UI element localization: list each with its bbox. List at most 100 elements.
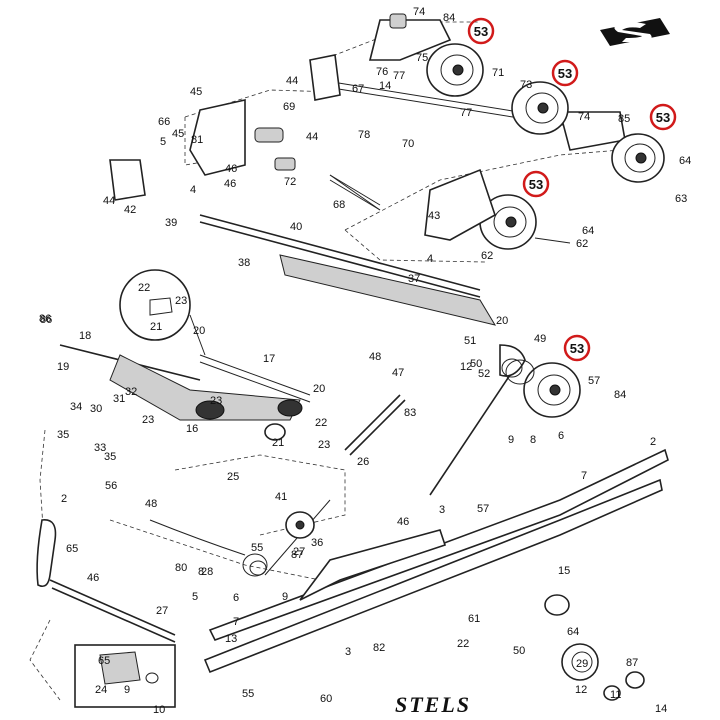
part-number-label: 83 <box>404 407 416 419</box>
part-number-label: 10 <box>153 704 165 716</box>
upper-axle-assembly <box>109 13 626 211</box>
part-number-label: 65 <box>98 655 110 667</box>
part-number-label: 14 <box>379 80 391 92</box>
part-number-label: 67 <box>352 83 364 95</box>
shafts <box>199 174 497 403</box>
footer-logo-text: STELS <box>395 692 471 717</box>
part-number-label: 20 <box>193 325 205 337</box>
part-number-label: 60 <box>320 693 332 705</box>
detail-circle <box>119 269 206 356</box>
part-number-label: 44 <box>286 75 298 87</box>
part-number-label: 9 <box>124 684 130 696</box>
link-29 <box>36 519 176 643</box>
part-number-label: 41 <box>275 491 287 503</box>
part-number-label: 43 <box>428 210 440 222</box>
part-number-label: 84 <box>443 12 455 24</box>
callout-ring <box>563 334 591 362</box>
part-number-label: 3 <box>345 646 351 658</box>
part-number-label: 64 <box>567 626 579 638</box>
part-number-label: 31 <box>113 393 125 405</box>
part-number-label: 11 <box>610 689 621 701</box>
part-number-label: 64 <box>679 155 691 167</box>
part-number-label: 44 <box>103 195 115 207</box>
part-number-label: 62 <box>576 238 588 250</box>
part-number-label: 56 <box>105 480 117 492</box>
rails <box>203 448 669 674</box>
part-number-label: 73 <box>520 79 532 91</box>
part-number-label: 8 <box>530 434 536 446</box>
part-number-label: 37 <box>408 273 420 285</box>
part-number-label: 21 <box>272 437 284 449</box>
part-number-label: 46 <box>397 516 409 528</box>
part-number-label: 57 <box>477 503 489 515</box>
part-number-label: 45 <box>172 128 184 140</box>
part-number-label: 48 <box>369 351 381 363</box>
part-number-label: 40 <box>290 221 302 233</box>
part-number-label: 32 <box>125 386 137 398</box>
part-number-label: 22 <box>138 282 150 294</box>
part-number-label: 25 <box>227 471 239 483</box>
part-number-label: 84 <box>614 389 626 401</box>
callout-label: 53 <box>529 177 543 192</box>
part-number-label: 8 <box>198 566 204 578</box>
part-number-label: 51 <box>464 335 476 347</box>
part-number-label: 9 <box>282 591 288 603</box>
callout-label: 53 <box>570 341 584 356</box>
callout-ring <box>522 170 550 198</box>
part-number-label: 24 <box>95 684 107 696</box>
callout-label: 53 <box>656 110 670 125</box>
part-number-label: 20 <box>496 315 508 327</box>
part-number-label: 34 <box>70 401 82 413</box>
part-number-label: 7 <box>233 616 239 628</box>
part-number-label: 85 <box>618 113 630 125</box>
rear-arm-assembly <box>59 344 303 441</box>
part-number-label: 82 <box>373 642 385 654</box>
part-number-label: 14 <box>655 703 667 715</box>
part-number-label: 49 <box>534 333 546 345</box>
stels-s-logo-icon <box>600 18 670 46</box>
part-number-label: 33 <box>94 442 106 454</box>
part-number-label: 87 <box>626 657 638 669</box>
part-number-label: 2 <box>61 493 67 505</box>
part-number-label: 13 <box>225 633 237 645</box>
part-number-label: 3 <box>439 504 445 516</box>
part-number-label: 78 <box>358 129 370 141</box>
part-number-label: 64 <box>582 225 594 237</box>
part-number-label: 66 <box>158 116 170 128</box>
part-number-label: 86 <box>39 313 51 325</box>
part-number-label: 26 <box>357 456 369 468</box>
upper-wheel-3 <box>611 133 665 183</box>
part-number-label: 35 <box>104 451 116 463</box>
part-number-label: 30 <box>90 403 102 415</box>
part-number-label: 28 <box>201 566 213 578</box>
part-number-label: 72 <box>284 176 296 188</box>
part-number-label: 57 <box>588 375 600 387</box>
callout-ring <box>467 17 495 45</box>
part-number-label: 47 <box>392 367 404 379</box>
part-number-label: 5 <box>192 591 198 603</box>
callout-label: 53 <box>558 66 572 81</box>
part-number-label: 18 <box>79 330 91 342</box>
part-number-label: 38 <box>238 257 250 269</box>
part-number-label: 45 <box>190 86 202 98</box>
part-number-label: 86 <box>40 314 52 326</box>
part-number-label: 23 <box>142 414 154 426</box>
part-number-label: 21 <box>150 321 162 333</box>
part-number-label: 52 <box>478 368 490 380</box>
part-number-label: 87 <box>291 549 303 561</box>
upper-wheel-1 <box>426 43 484 97</box>
part-number-label: 23 <box>318 439 330 451</box>
part-number-label: 70 <box>402 138 414 150</box>
part-number-label: 5 <box>160 136 166 148</box>
upper-wheel-2 <box>511 81 569 135</box>
part-number-label: 62 <box>481 250 493 262</box>
part-number-label: 4 <box>190 184 196 196</box>
callout-ring <box>649 103 677 131</box>
part-number-label: 9 <box>508 434 514 446</box>
part-number-label: 50 <box>470 358 482 370</box>
part-number-label: 23 <box>175 295 187 307</box>
part-number-label: 19 <box>57 361 69 373</box>
part-number-label: 55 <box>242 688 254 700</box>
